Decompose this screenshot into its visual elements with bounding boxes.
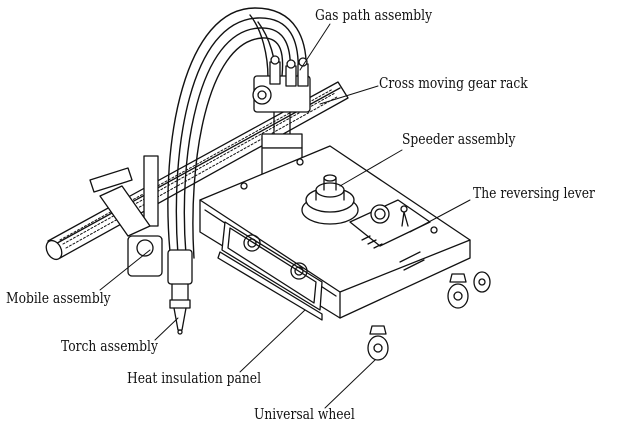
label-speeder-assembly: Speeder assembly xyxy=(402,130,516,148)
label-universal-wheel: Universal wheel xyxy=(254,405,355,423)
mobile-torch-drawing xyxy=(89,155,193,335)
leader-lines xyxy=(99,23,471,409)
label-mobile-assembly: Mobile assembly xyxy=(6,289,111,307)
label-torch-assembly: Torch assembly xyxy=(61,337,158,355)
label-gas-path-assembly: Gas path assembly xyxy=(315,6,433,24)
machine-body xyxy=(199,145,471,319)
gas-valves xyxy=(252,55,311,149)
wheels-drawing xyxy=(367,271,491,361)
heat-panel-drawing xyxy=(217,221,323,321)
control-plate xyxy=(349,199,431,271)
speeder-drawing xyxy=(301,174,359,225)
label-heat-insulation-panel: Heat insulation panel xyxy=(127,369,262,387)
label-cross-moving-gear-rack: Cross moving gear rack xyxy=(379,74,528,92)
label-reversing-lever: The reversing lever xyxy=(473,184,595,202)
